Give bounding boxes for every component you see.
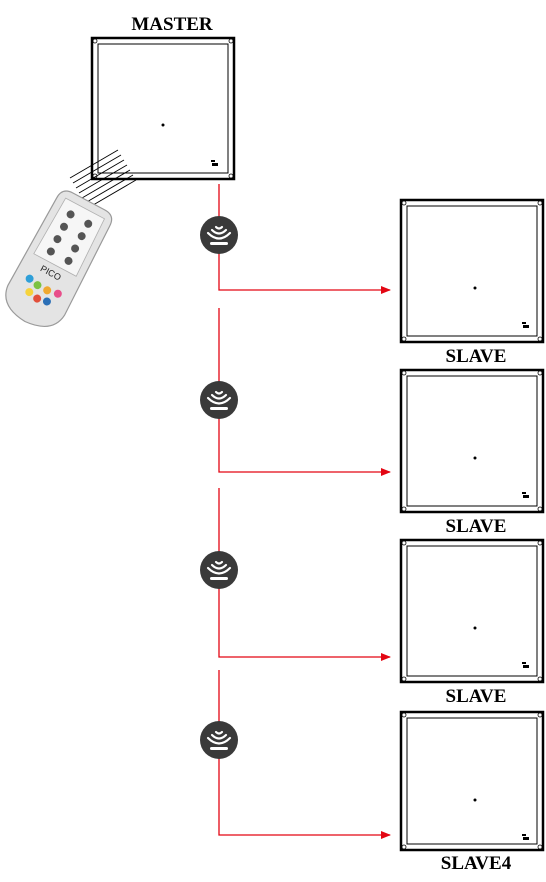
link-lines	[218, 184, 391, 839]
link-arrow	[218, 488, 391, 661]
wireless-signal-icon	[200, 381, 238, 419]
remote-control-icon: PICO	[5, 190, 113, 328]
wireless-signal-icon	[200, 216, 238, 254]
wireless-signal-icon	[200, 551, 238, 589]
slave-label: SLAVE	[446, 516, 507, 537]
link-arrow	[218, 184, 391, 294]
slave-label: SLAVE	[446, 346, 507, 367]
ir-beam-icon	[69, 149, 137, 209]
master-label: MASTER	[131, 14, 213, 35]
link-arrow	[218, 670, 391, 839]
wireless-signal-icon	[200, 721, 238, 759]
link-arrow	[218, 308, 391, 476]
slave-panel	[399, 198, 545, 344]
slave-panels: SLAVE SLAVE SLAVE SLAVE4	[399, 198, 545, 874]
master-panel	[90, 36, 236, 181]
wireless-badges	[200, 216, 238, 759]
slave-panel	[399, 538, 545, 684]
slave-panel	[399, 368, 545, 514]
slave-panel	[399, 710, 545, 852]
slave-label: SLAVE4	[441, 853, 512, 874]
panel-logo-icon	[211, 160, 218, 166]
slave-label: SLAVE	[446, 686, 507, 707]
